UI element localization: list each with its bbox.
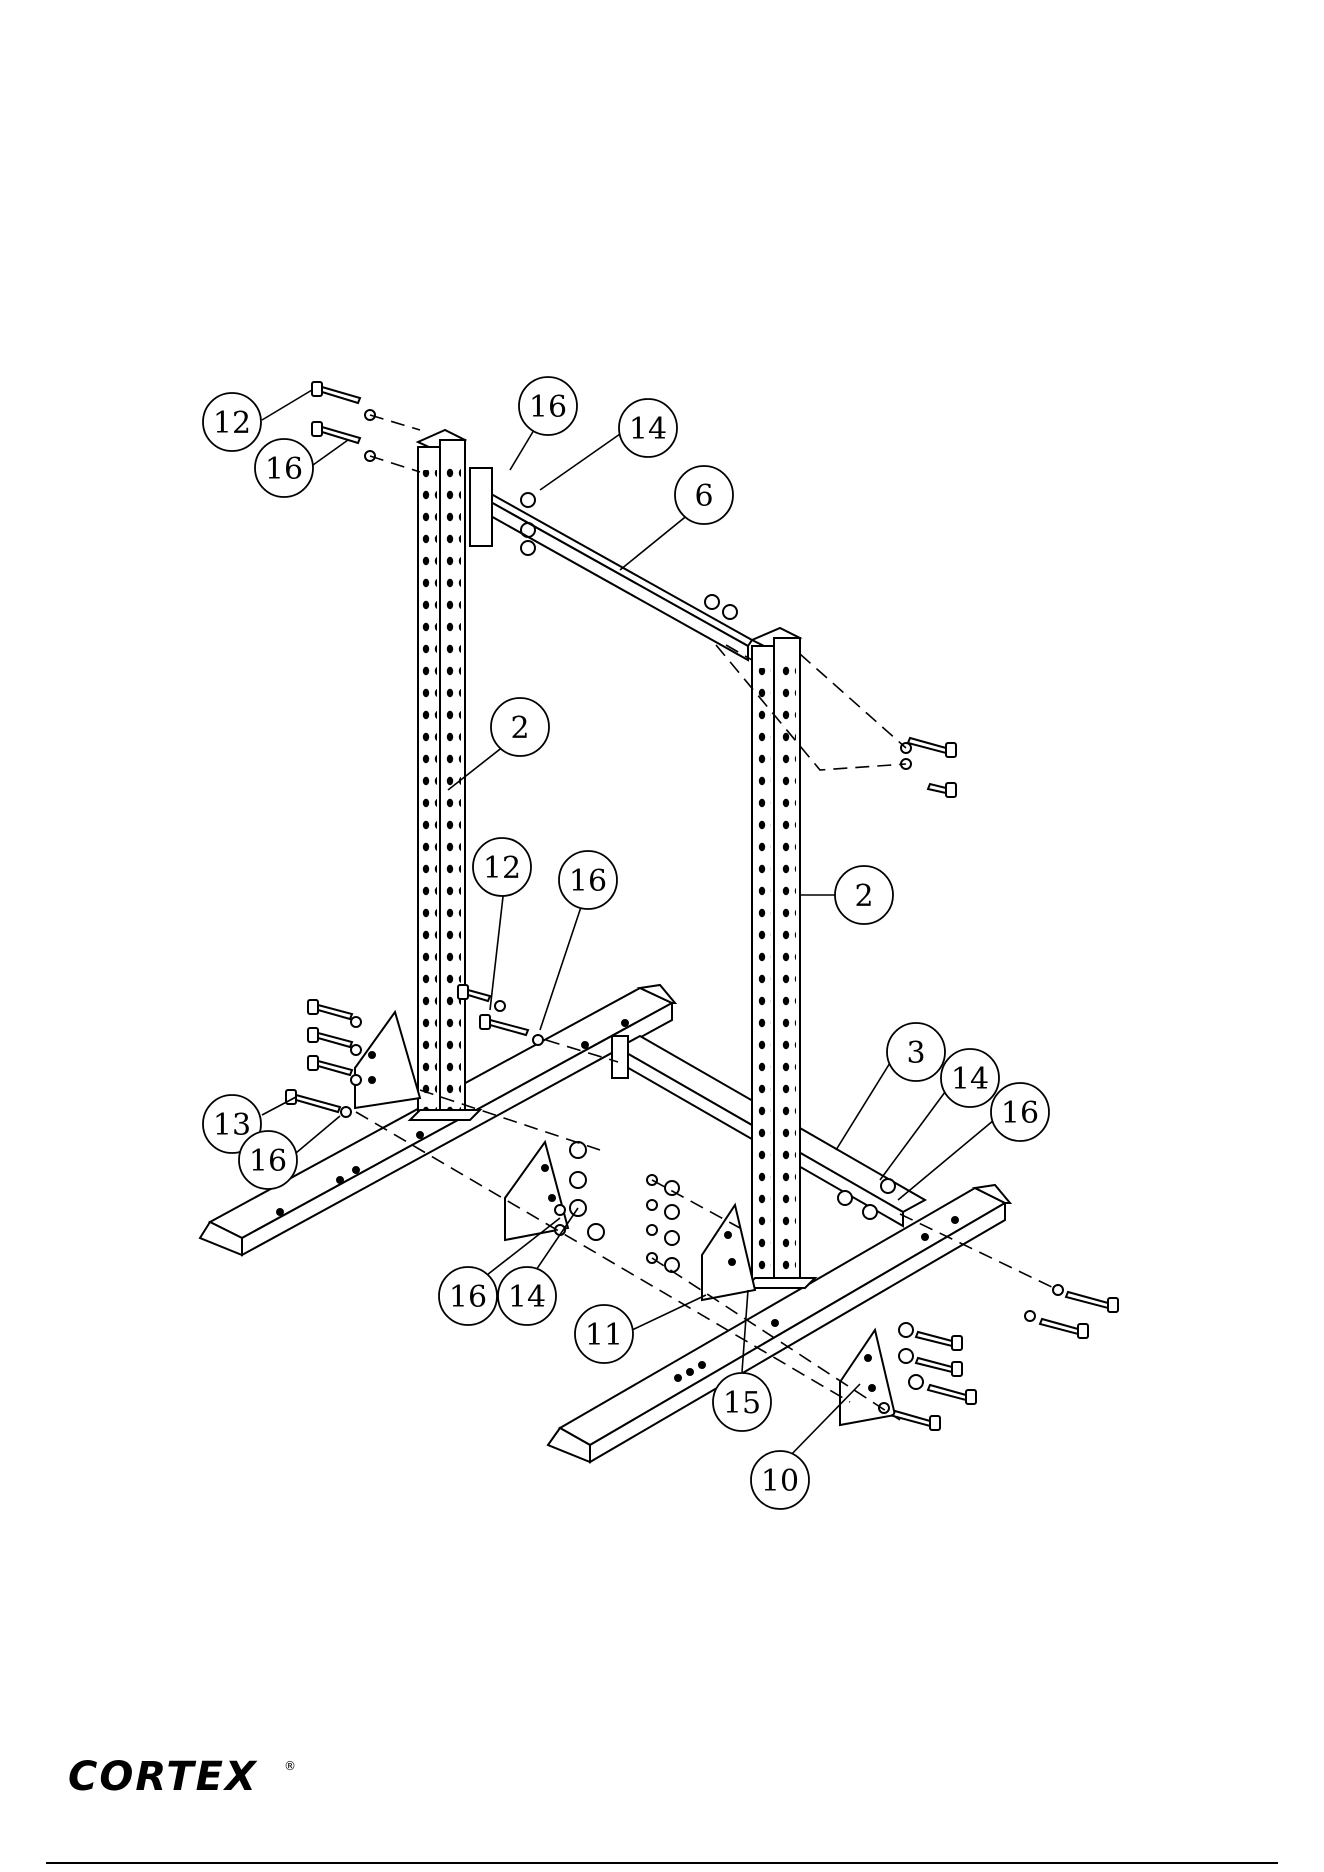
bolt-front-2: [916, 1358, 962, 1376]
svg-text:6: 6: [694, 479, 713, 514]
bolt-right-end-1: [1066, 1292, 1118, 1312]
gusset-plate-part-11: [702, 1205, 755, 1300]
bolt-13: [286, 1090, 340, 1112]
bolt-right-top-1: [908, 738, 956, 757]
bolt-12-top: [312, 382, 360, 403]
cortex-logo: CORTEX ®: [66, 1752, 306, 1796]
callout-16-front: 16: [439, 1267, 497, 1325]
svg-text:14: 14: [951, 1062, 989, 1097]
callout-12-top: 12: [203, 393, 261, 451]
svg-text:16: 16: [249, 1144, 287, 1179]
callout-2-right: 2: [835, 866, 893, 924]
svg-text:15: 15: [723, 1386, 761, 1421]
gusset-plate-left-rear: [355, 1012, 420, 1108]
bolt-left-1: [308, 1000, 352, 1019]
bolt-right-top-2: [928, 783, 956, 797]
callout-12-mid: 12: [473, 838, 531, 896]
svg-text:14: 14: [508, 1280, 546, 1315]
callout-14-top: 14: [619, 399, 677, 457]
bolt-left-2: [308, 1028, 352, 1047]
callout-11: 11: [575, 1305, 633, 1363]
svg-text:12: 12: [483, 851, 521, 886]
callout-16-right: 16: [991, 1083, 1049, 1141]
bolt-front-1: [916, 1332, 962, 1350]
callout-14-front: 14: [498, 1267, 556, 1325]
svg-text:2: 2: [510, 711, 529, 746]
bolt-mid-2: [458, 985, 490, 1001]
bolt-left-3: [308, 1056, 352, 1075]
svg-text:2: 2: [854, 879, 873, 914]
svg-text:16: 16: [569, 864, 607, 899]
bolt-16-top: [312, 422, 360, 443]
callout-15: 15: [713, 1373, 771, 1431]
logo-text: CORTEX: [68, 1754, 258, 1796]
callout-6: 6: [675, 466, 733, 524]
svg-text:16: 16: [265, 452, 303, 487]
svg-text:16: 16: [449, 1280, 487, 1315]
bolt-front-3: [928, 1385, 976, 1404]
svg-text:11: 11: [585, 1318, 623, 1353]
bolt-front-4: [893, 1411, 940, 1430]
callout-3: 3: [887, 1023, 945, 1081]
svg-text:14: 14: [629, 412, 667, 447]
callout-16-bracket: 16: [519, 377, 577, 435]
bolt-12-mid: [480, 1015, 528, 1035]
callout-14-right: 14: [941, 1049, 999, 1107]
callout-10: 10: [751, 1451, 809, 1509]
callout-16-top-left: 16: [255, 439, 313, 497]
right-upright-part-2: [745, 628, 815, 1288]
svg-text:16: 16: [529, 390, 567, 425]
bolt-right-end-2: [1040, 1319, 1088, 1338]
callout-16-left-base: 16: [239, 1131, 297, 1189]
callout-16-mid: 16: [559, 851, 617, 909]
svg-text:3: 3: [906, 1036, 925, 1071]
svg-text:16: 16: [1001, 1096, 1039, 1131]
footer-rule: [46, 1862, 1278, 1864]
svg-text:12: 12: [213, 406, 251, 441]
svg-text:13: 13: [213, 1108, 251, 1143]
callout-2-left: 2: [491, 698, 549, 756]
registered-mark: ®: [284, 1759, 296, 1773]
svg-text:10: 10: [761, 1464, 799, 1499]
